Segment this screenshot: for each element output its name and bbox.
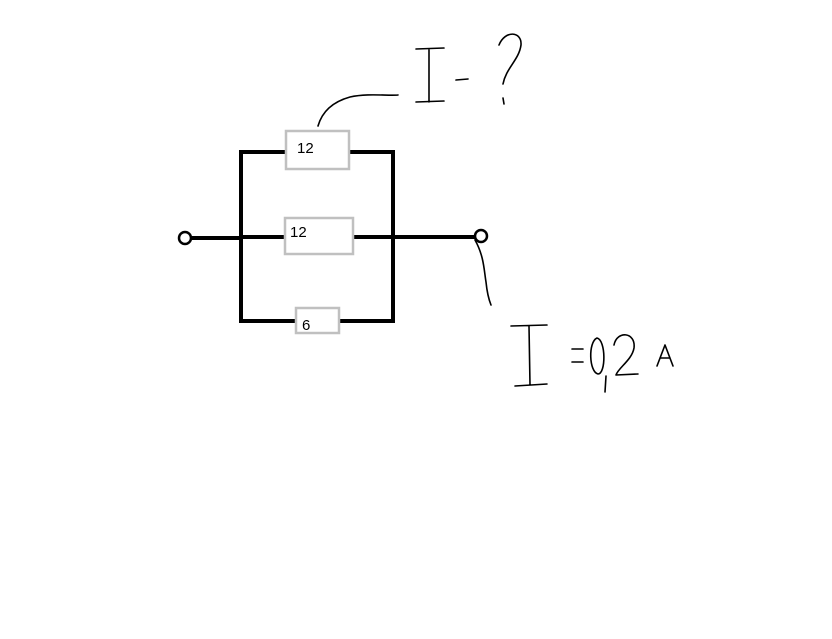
resistor-middle: 12 bbox=[283, 216, 355, 256]
resistor-top: 12 bbox=[284, 129, 351, 171]
terminal-right bbox=[473, 228, 489, 244]
annotation-known-current bbox=[474, 239, 674, 393]
terminal-left bbox=[177, 230, 193, 246]
resistor-middle-label: 12 bbox=[290, 224, 307, 241]
resistor-bottom: 6 bbox=[294, 306, 341, 335]
resistor-top-label: 12 bbox=[297, 140, 314, 157]
annotation-unknown-current bbox=[317, 33, 522, 127]
resistor-bottom-label: 6 bbox=[302, 317, 310, 334]
